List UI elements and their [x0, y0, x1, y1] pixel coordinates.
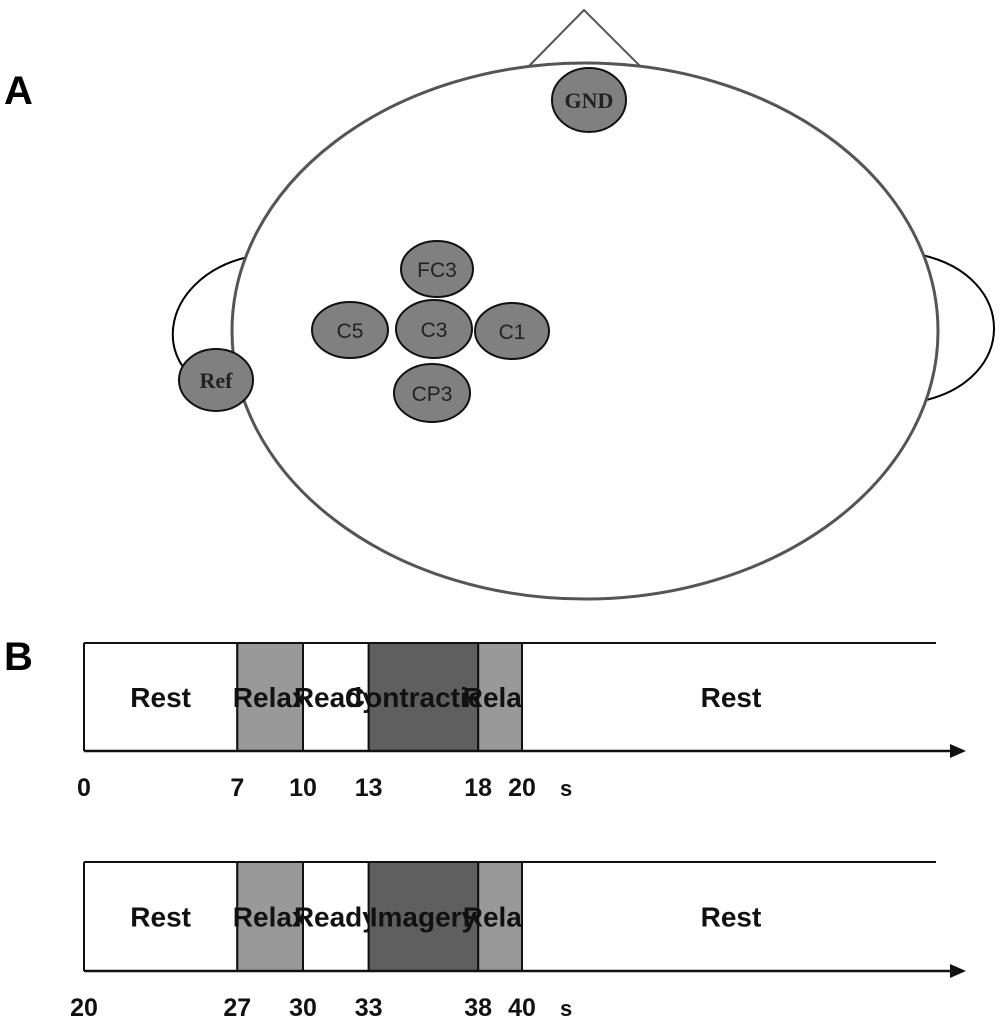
segment-label: Ready [294, 902, 378, 933]
timeline-segment [237, 862, 303, 971]
timeline-segment [478, 643, 522, 751]
time-unit-label: s [560, 776, 572, 801]
timeline-segment [368, 862, 479, 971]
electrode-cp3-label: CP3 [412, 383, 453, 406]
segment-label: Relax [233, 902, 308, 933]
time-tick-label: 20 [70, 994, 98, 1022]
time-unit-label: s [560, 996, 572, 1021]
electrode-c1-circle [474, 302, 550, 360]
nose-shape [528, 8, 641, 67]
panel-label-a: A [4, 69, 33, 113]
head-diagram: GND Ref FC3 C5 C3 C1 CP3 [171, 8, 995, 601]
electrode-c1-label: C1 [499, 321, 526, 344]
electrode-fc3-label: FC3 [417, 259, 457, 282]
time-tick-label: 10 [289, 774, 317, 802]
electrode-ref-label: Ref [200, 368, 234, 393]
time-tick-label: 13 [355, 774, 383, 802]
time-tick-label: 38 [464, 994, 492, 1022]
timeline-segment [522, 862, 936, 971]
timeline-segment [84, 862, 238, 971]
time-tick-label: 18 [464, 774, 492, 802]
electrode-ref: Ref [178, 348, 254, 412]
electrode-cp3: CP3 [393, 363, 471, 423]
electrode-c3-circle [395, 299, 473, 359]
electrode-c5: C5 [311, 301, 389, 359]
segment-label: Rest [130, 902, 191, 933]
time-tick-label: 27 [223, 994, 251, 1022]
timeline-segment [303, 862, 369, 971]
segment-label: Ready [294, 682, 378, 713]
electrode-gnd-circle [551, 67, 627, 133]
time-tick-label: 0 [77, 774, 91, 802]
timeline-segment [522, 643, 936, 751]
segment-label: Relax [233, 682, 308, 713]
timeline-segment [303, 643, 369, 751]
time-tick-label: 20 [508, 774, 536, 802]
time-tick-label: 40 [508, 994, 536, 1022]
electrode-ref-circle [178, 348, 254, 412]
electrode-gnd: GND [551, 67, 627, 133]
electrode-fc3-circle [400, 240, 474, 298]
segment-label: Rest [701, 902, 762, 933]
electrode-fc3: FC3 [400, 240, 474, 298]
timeline-segment [84, 643, 238, 751]
electrode-c5-circle [311, 301, 389, 359]
time-axis-arrowhead [950, 964, 966, 978]
timeline-segment [237, 643, 303, 751]
electrode-cp3-circle [393, 363, 471, 423]
time-tick-label: 7 [230, 774, 244, 802]
time-tick-label: 33 [355, 994, 383, 1022]
time-axis-arrowhead [950, 744, 966, 758]
segment-label: Contraction [345, 682, 502, 713]
timeline-segment [368, 643, 479, 751]
time-tick-label: 30 [289, 994, 317, 1022]
right-ear-shape [921, 254, 995, 402]
electrode-gnd-label: GND [565, 88, 614, 113]
panel-label-b: B [4, 635, 33, 679]
segment-label: Rest [130, 682, 191, 713]
segment-label: Rest [701, 682, 762, 713]
timeline-segment [478, 862, 522, 971]
electrode-c3-label: C3 [421, 319, 448, 342]
segment-label: Imagery [370, 902, 478, 933]
head-outline [230, 61, 940, 601]
electrode-c3: C3 [395, 299, 473, 359]
electrode-c5-label: C5 [337, 320, 364, 343]
electrode-c1: C1 [474, 302, 550, 360]
